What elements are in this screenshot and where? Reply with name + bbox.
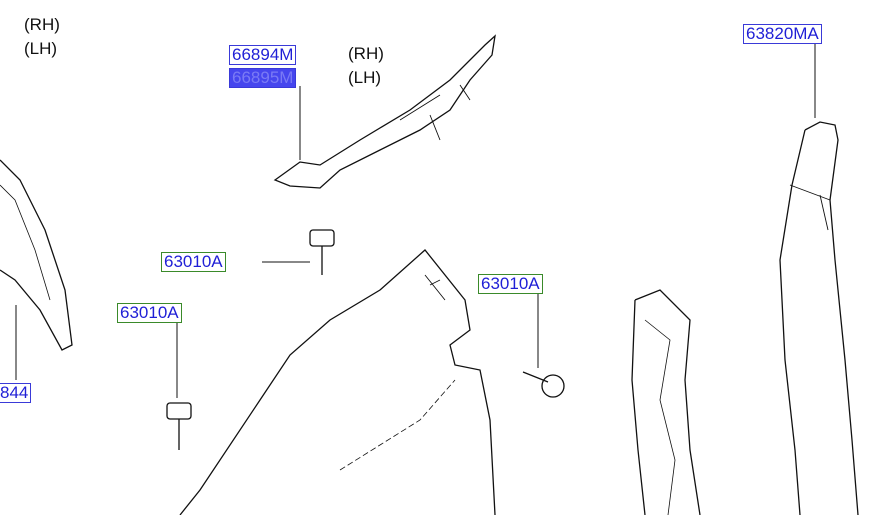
inner-structure-part [631, 289, 701, 515]
bracket-part [273, 34, 496, 189]
part-63010a-link-3[interactable]: 63010A [478, 274, 543, 294]
part-63820ma-link[interactable]: 63820MA [743, 24, 822, 44]
left-panel-part [0, 159, 73, 351]
lh-label: (LH) [24, 39, 58, 58]
rh-label: (RH) [24, 15, 60, 34]
bolt-2 [166, 322, 192, 450]
part-66894m-link[interactable]: 66894M [229, 45, 297, 65]
pillar-panel-part [779, 121, 859, 515]
part-63010a-link-2[interactable]: 63010A [117, 303, 182, 323]
bolt-3 [522, 293, 565, 398]
part-844-link[interactable]: 844 [0, 383, 32, 403]
fender-part [179, 249, 496, 515]
rh-label-bracket: (RH) [348, 44, 384, 63]
bolt-1 [262, 229, 335, 275]
lh-label-bracket: (LH) [348, 68, 382, 87]
part-63010a-link-1[interactable]: 63010A [161, 252, 226, 272]
part-66895m-link[interactable]: 66895M [229, 68, 297, 88]
